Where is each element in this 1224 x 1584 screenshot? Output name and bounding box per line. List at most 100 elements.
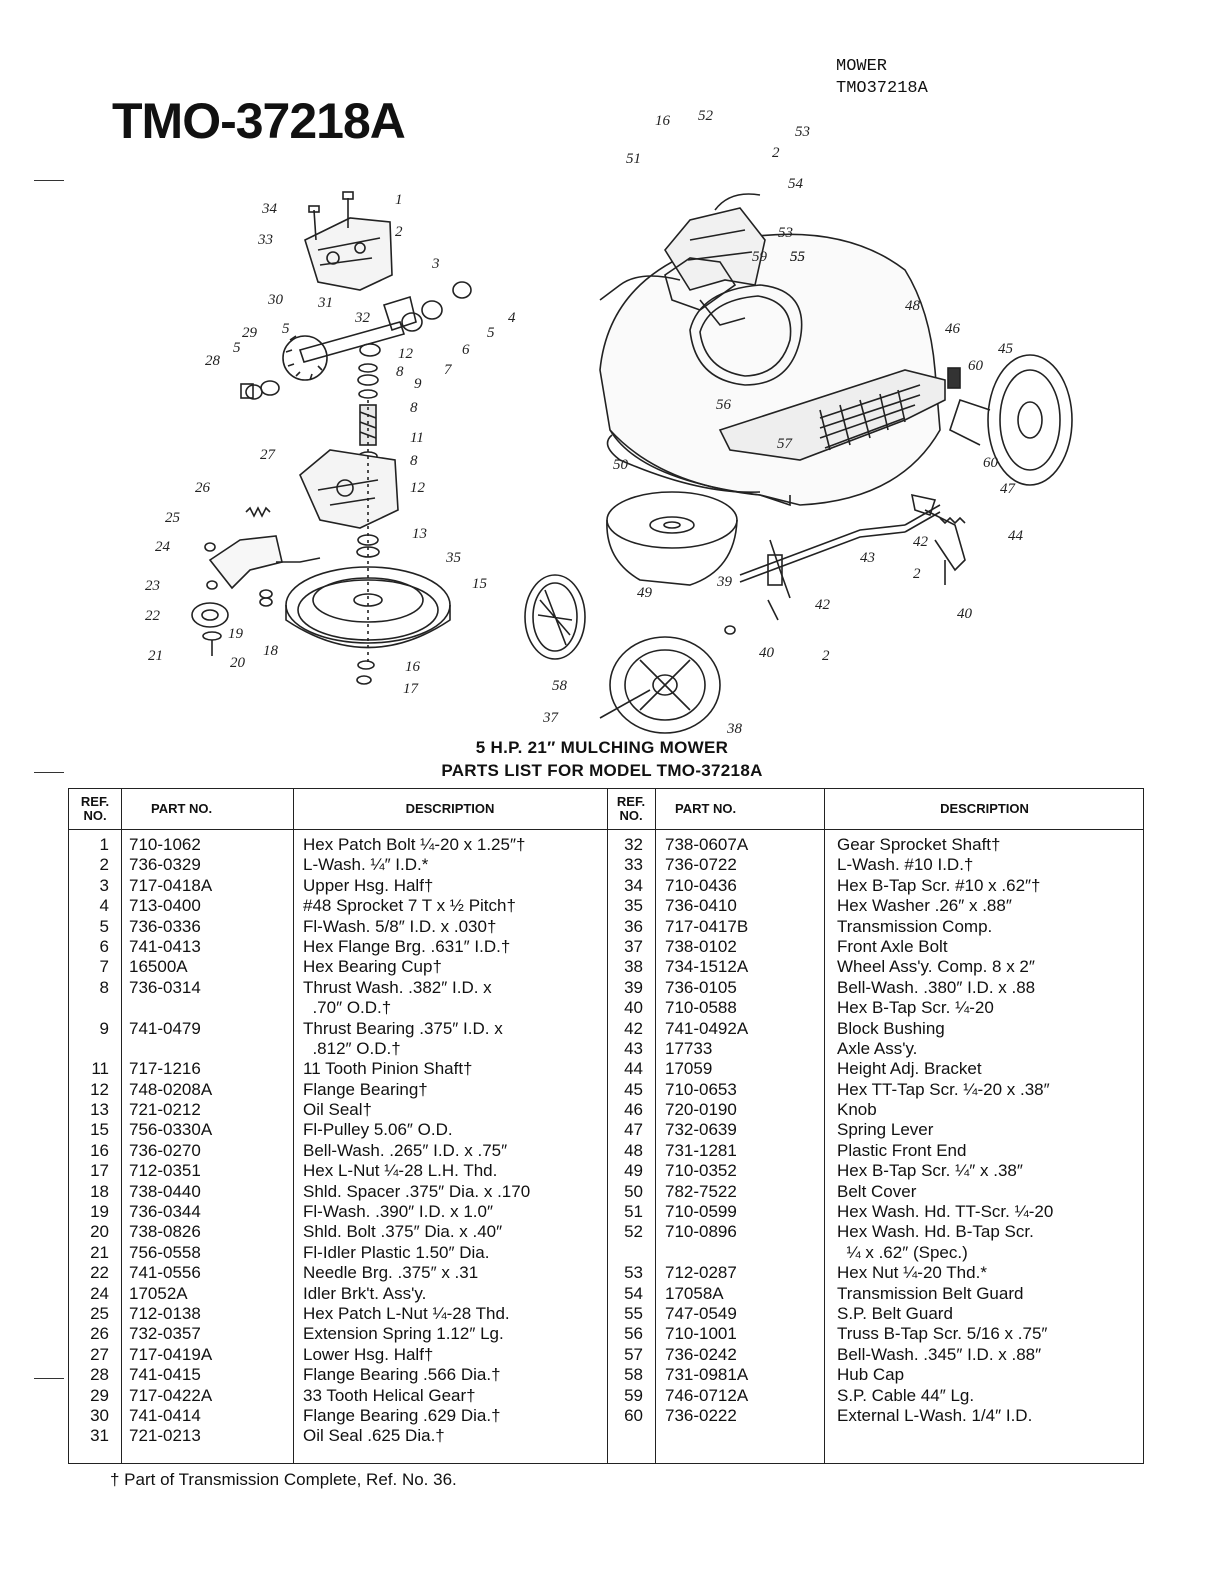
ref-no: 1 bbox=[99, 835, 109, 854]
parts-list-subtitle: PARTS LIST FOR MODEL TMO-37218A bbox=[441, 761, 763, 780]
callout: 60 bbox=[983, 455, 999, 471]
part-description: Axle Ass'y. bbox=[837, 1038, 918, 1058]
callout: 39 bbox=[716, 574, 733, 590]
part-no: 741-0415 bbox=[129, 1365, 201, 1385]
part-no: 717-0417B bbox=[665, 916, 749, 936]
ref-no: 34 bbox=[624, 875, 643, 895]
ref-no: 12 bbox=[90, 1079, 109, 1099]
diagram-callouts: 1 2 3 4 5 6 7 8 9 8 11 8 12 12 13 35 15 … bbox=[145, 108, 1024, 737]
callout: 42 bbox=[913, 534, 929, 550]
part-description: .812″ O.D.† bbox=[303, 1038, 401, 1058]
part-no: 736-0314 bbox=[129, 977, 201, 997]
ref-no: 44 bbox=[624, 1059, 643, 1079]
part-no: 746-0712A bbox=[665, 1385, 749, 1405]
exploded-parts-diagram: 1 2 3 4 5 6 7 8 9 8 11 8 12 12 13 35 15 … bbox=[145, 108, 1073, 737]
part-description: ¼ x .62″ (Spec.) bbox=[837, 1242, 968, 1262]
callout: 7 bbox=[444, 362, 453, 378]
part-no: 732-0357 bbox=[129, 1324, 201, 1344]
part-no: 756-0330A bbox=[129, 1120, 213, 1140]
callout: 53 bbox=[795, 124, 810, 140]
part-description: Hex Bearing Cup† bbox=[303, 957, 442, 977]
ref-no: 31 bbox=[90, 1426, 109, 1446]
part-no: 736-0722 bbox=[665, 855, 737, 875]
part-no: 736-0336 bbox=[129, 916, 201, 936]
callout: 13 bbox=[412, 526, 427, 542]
model-title: TMO-37218A bbox=[112, 93, 406, 149]
part-no: 736-0344 bbox=[129, 1202, 201, 1222]
callout: 22 bbox=[145, 608, 161, 624]
part-description: Hex TT-Tap Scr. ¼-20 x .38″ bbox=[837, 1079, 1050, 1099]
part-no: 731-0981A bbox=[665, 1365, 749, 1385]
part-no: 738-0102 bbox=[665, 936, 737, 956]
callout: 32 bbox=[354, 310, 371, 326]
callout: 57 bbox=[777, 436, 794, 452]
ref-no: 57 bbox=[624, 1344, 643, 1364]
callout: 47 bbox=[1000, 481, 1017, 497]
part-description: Flange Bearing† bbox=[303, 1079, 428, 1099]
part-description: Fl-Idler Plastic 1.50″ Dia. bbox=[303, 1242, 490, 1262]
part-no: 720-0190 bbox=[665, 1100, 737, 1120]
part-description: Bell-Wash. .345″ I.D. x .88″ bbox=[837, 1344, 1042, 1364]
ref-no: 30 bbox=[90, 1405, 109, 1425]
callout: 2 bbox=[395, 224, 403, 240]
callout: 52 bbox=[698, 108, 714, 124]
callout: 4 bbox=[508, 310, 516, 326]
part-description: Gear Sprocket Shaft† bbox=[837, 835, 1001, 854]
part-no: 738-0826 bbox=[129, 1222, 201, 1242]
callout: 26 bbox=[195, 480, 211, 496]
part-no: 17052A bbox=[129, 1283, 188, 1303]
callout: 5 bbox=[487, 325, 495, 341]
callout: 25 bbox=[165, 510, 181, 526]
part-description: Flange Bearing .629 Dia.† bbox=[303, 1405, 501, 1425]
ref-no: 27 bbox=[90, 1344, 109, 1364]
callout: 33 bbox=[257, 232, 273, 248]
ref-no: 60 bbox=[624, 1405, 643, 1425]
callout: 6 bbox=[462, 342, 470, 358]
ref-no: 35 bbox=[624, 896, 643, 916]
callout: 23 bbox=[145, 578, 160, 594]
header-description: DESCRIPTION bbox=[405, 801, 495, 816]
ref-no: 55 bbox=[624, 1303, 643, 1323]
ref-no: 4 bbox=[99, 896, 109, 916]
part-description: Hex L-Nut ¼-28 L.H. Thd. bbox=[303, 1161, 498, 1181]
callout: 27 bbox=[260, 447, 277, 463]
part-no: 782-7522 bbox=[665, 1181, 737, 1201]
ref-no: 19 bbox=[90, 1202, 109, 1222]
scan-edge-mark bbox=[34, 772, 64, 773]
part-no: 717-1216 bbox=[129, 1059, 201, 1079]
part-description: Hex Patch L-Nut ¼-28 Thd. bbox=[303, 1303, 510, 1323]
callout: 2 bbox=[822, 648, 830, 664]
part-description: Needle Brg. .375″ x .31 bbox=[303, 1263, 479, 1283]
part-no: 710-0896 bbox=[665, 1222, 737, 1242]
part-description: Oil Seal† bbox=[303, 1100, 372, 1120]
table-row: .812″ O.D.† bbox=[69, 1039, 607, 1059]
callout: 43 bbox=[860, 550, 875, 566]
ref-no: 22 bbox=[90, 1263, 109, 1283]
part-description: Hex B-Tap Scr. #10 x .62″† bbox=[837, 875, 1041, 895]
ref-no: 53 bbox=[624, 1263, 643, 1283]
part-description: Fl-Wash. 5/8″ I.D. x .030† bbox=[303, 916, 497, 936]
part-description: Front Axle Bolt bbox=[837, 936, 948, 956]
part-no: 17058A bbox=[665, 1283, 724, 1303]
ref-no: 32 bbox=[624, 835, 643, 854]
part-no: 741-0413 bbox=[129, 936, 201, 956]
scan-edge-mark bbox=[34, 180, 64, 181]
ref-no: 5 bbox=[99, 916, 109, 936]
callout: 9 bbox=[414, 376, 422, 392]
part-no: 756-0558 bbox=[129, 1242, 201, 1262]
part-description: Hub Cap bbox=[837, 1365, 905, 1385]
